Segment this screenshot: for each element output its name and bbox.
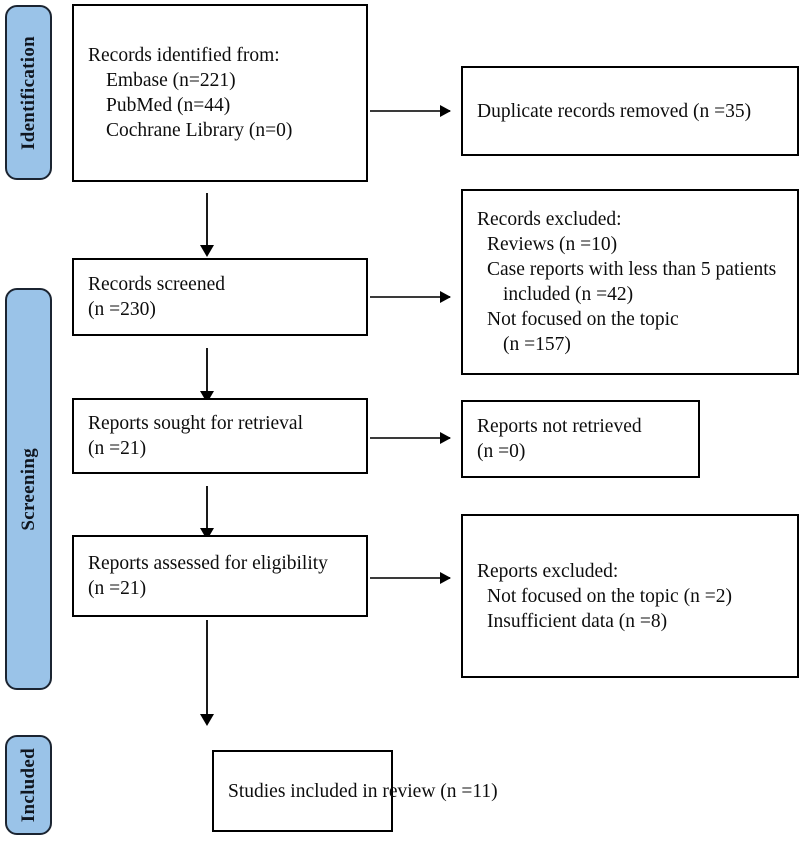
records-excluded-line-1: Records excluded: [477,209,622,230]
arrow-assessed-to-included [200,620,214,726]
reports-excluded-line-2: Not focused on the topic (n =2) [487,585,732,607]
reports-assessed-line-2: (n =21) [88,578,147,599]
records-identified-line-4: Cochrane Library (n=0) [106,120,293,141]
stage-bar-identification: Identification [5,5,52,180]
reports-sought-line-2: (n =21) [88,438,147,459]
arrow-screened-to-excluded [370,291,451,303]
records-excluded-line-2: Reviews (n =10) [487,234,618,255]
stage-bar-included: Included [5,735,52,835]
records-identified-line-1: Records identified from: [88,45,280,66]
box-reports-excluded: Reports excluded: Not focused on the top… [461,514,799,678]
records-excluded-line-6: (n =157) [503,334,571,355]
stage-label-identification: Identification [17,35,39,150]
reports-sought-line-1: Reports sought for retrieval [88,413,303,434]
records-excluded-line-5: Not focused on the topic [487,309,679,330]
stage-bar-screening: Screening [5,288,52,690]
reports-excluded-line-1: Reports excluded: [477,560,619,582]
box-reports-not-retrieved: Reports not retrieved (n =0) [461,400,700,478]
arrow-identified-to-duplicates [370,105,451,117]
records-screened-line-2: (n =230) [88,299,156,320]
arrow-assessed-to-excluded [370,572,451,584]
stage-label-included: Included [17,747,39,823]
arrow-screened-to-sought [200,348,214,403]
box-duplicate-records-removed: Duplicate records removed (n =35) [461,66,799,156]
records-identified-line-3: PubMed (n=44) [106,95,231,116]
box-reports-sought: Reports sought for retrieval (n =21) [72,398,368,474]
records-identified-line-2: Embase (n=221) [106,70,236,91]
studies-included-line-1: Studies included in review (n =11) [228,780,498,802]
arrow-identified-to-screened [200,193,214,257]
reports-not-retrieved-line-1: Reports not retrieved [477,416,642,437]
reports-excluded-line-3: Insufficient data (n =8) [487,610,668,632]
records-excluded-line-3: Case reports with less than 5 patients [487,259,777,280]
records-excluded-line-4: included (n =42) [503,284,634,305]
box-reports-assessed: Reports assessed for eligibility (n =21) [72,535,368,617]
stage-label-screening: Screening [17,447,39,531]
box-records-screened: Records screened (n =230) [72,258,368,336]
box-studies-included: Studies included in review (n =11) [212,750,498,832]
records-screened-line-1: Records screened [88,274,225,295]
reports-not-retrieved-line-2: (n =0) [477,441,526,462]
box-records-excluded: Records excluded: Reviews (n =10) Case r… [461,189,799,375]
arrow-sought-to-assessed [200,486,214,540]
arrow-sought-to-not-retrieved [370,432,451,444]
reports-assessed-line-1: Reports assessed for eligibility [88,553,328,574]
duplicates-removed-line-1: Duplicate records removed (n =35) [477,100,752,122]
box-records-identified: Records identified from: Embase (n=221) … [72,4,368,182]
